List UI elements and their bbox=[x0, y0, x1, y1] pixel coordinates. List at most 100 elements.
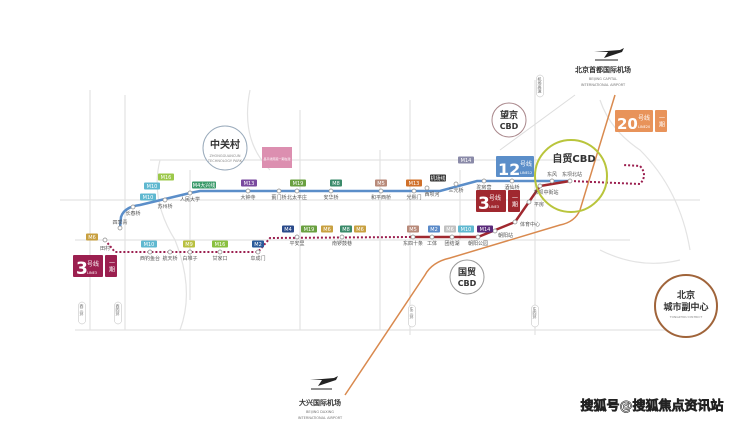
station-marker bbox=[217, 249, 223, 255]
station-marker bbox=[167, 249, 173, 255]
station-label: 朝阳站 bbox=[498, 232, 513, 239]
station-label: 苏州桥 bbox=[157, 203, 172, 210]
station-marker bbox=[410, 234, 416, 240]
station-marker bbox=[453, 181, 459, 187]
line12-badge: 12 号线 LINE12 bbox=[496, 156, 534, 179]
transfer-tag bbox=[140, 193, 156, 201]
transfer-tag bbox=[406, 179, 422, 187]
badge-en: LINE3 bbox=[87, 271, 97, 275]
transfer-tag bbox=[252, 240, 264, 248]
airport-name: 大兴国际机场 bbox=[299, 398, 341, 407]
station-label: 体育中心 bbox=[520, 221, 540, 228]
transfer-tag bbox=[375, 179, 387, 187]
road-labels: 西三环西四环东三环东四环机场高速 bbox=[78, 74, 544, 328]
transfer-tag-label: M10 bbox=[147, 184, 158, 190]
road-tag bbox=[78, 301, 86, 325]
station-marker bbox=[378, 188, 384, 194]
transfer-tag bbox=[86, 233, 98, 241]
station-marker bbox=[475, 234, 481, 240]
district-label: 望京 bbox=[500, 109, 518, 121]
transfer-tag-label: M2 bbox=[254, 242, 262, 248]
road-network bbox=[60, 80, 700, 335]
station-marker bbox=[567, 178, 573, 184]
transfer-tag-label: M5 bbox=[377, 181, 385, 187]
line20-badge: 20 号线 LINE20 一期 bbox=[615, 110, 667, 133]
badge-name: 号线 bbox=[489, 194, 501, 202]
station-marker bbox=[481, 178, 487, 184]
airplane-icon bbox=[594, 48, 624, 58]
transfer-tag-label: M6 bbox=[323, 227, 331, 233]
transfer-tag-label: 机场线 bbox=[430, 175, 445, 182]
district-en: TECHNOLOGY PARK bbox=[207, 159, 243, 163]
station-label: 平安里 bbox=[289, 240, 304, 247]
road-tag bbox=[536, 74, 544, 98]
line3-east-badge: 3 号线 LINE3 一期 bbox=[476, 190, 520, 214]
guomao-cbd: 国贸 CBD bbox=[449, 259, 485, 295]
transfer-tag bbox=[321, 225, 333, 233]
station-marker bbox=[424, 185, 430, 191]
transfer-tag-label: M10 bbox=[461, 227, 472, 233]
station-label: 三元桥 bbox=[448, 187, 463, 194]
transfer-tag-label: M14 bbox=[480, 227, 491, 233]
transfer-tag bbox=[301, 225, 317, 233]
transfer-tag-label: M9 bbox=[185, 242, 193, 248]
station-marker bbox=[509, 178, 515, 184]
district-label: 自贸CBD bbox=[552, 152, 595, 165]
transfer-tag-label: M2 bbox=[430, 227, 438, 233]
station-marker bbox=[294, 188, 300, 194]
airport-en: BEIJING DAXING bbox=[306, 410, 334, 414]
transfer-tag-label: M4 bbox=[284, 227, 292, 233]
station-label: 航天桥 bbox=[162, 255, 177, 262]
station-label: 蓟门桥 bbox=[271, 194, 286, 201]
transfer-tag bbox=[183, 240, 195, 248]
badge-en: LINE3 bbox=[489, 205, 499, 209]
airplane-icon bbox=[310, 376, 338, 386]
station-marker bbox=[449, 234, 455, 240]
district-label: 国贸 bbox=[458, 266, 476, 278]
station-label: 阜成门 bbox=[250, 255, 265, 262]
note-text: 昌平线南延一期在建 bbox=[263, 156, 290, 161]
station-label: 田村 bbox=[100, 245, 110, 252]
badge-en: LINE12 bbox=[520, 171, 532, 175]
transfer-tag bbox=[477, 225, 493, 233]
watermark: 搜狐号@搜狐焦点资讯站 bbox=[580, 398, 723, 414]
transfer-tag bbox=[141, 240, 157, 248]
district-label: 中关村 bbox=[210, 138, 240, 151]
station-label: 东风 bbox=[547, 171, 557, 178]
district-label: CBD bbox=[500, 122, 519, 131]
station-label: 东坝北站 bbox=[562, 171, 582, 178]
transfer-tag bbox=[458, 225, 474, 233]
transfer-tag bbox=[282, 225, 294, 233]
transfer-tag bbox=[458, 156, 474, 164]
badge-phase: 一期 bbox=[511, 195, 518, 208]
transfer-tag-label: M19 bbox=[293, 181, 304, 187]
station-marker bbox=[117, 225, 123, 231]
station-marker bbox=[492, 228, 498, 234]
zhongguancun-district: 中关村 ZHONGGUANCUN TECHNOLOGY PARK bbox=[202, 125, 248, 171]
zimao-cbd: 自贸CBD bbox=[534, 139, 608, 213]
station-marker bbox=[147, 249, 153, 255]
station-label: 东四十条 bbox=[403, 240, 423, 247]
line12-stations: 四季青长春桥苏州桥人民大学大钟寺蓟门桥北太平庄安华桥和平西桥光熙门西坝河三元桥驼… bbox=[112, 171, 582, 231]
transfer-tag-label: M10 bbox=[143, 195, 154, 201]
station-label: 和平西桥 bbox=[371, 194, 391, 201]
transfer-tag bbox=[407, 225, 419, 233]
transfer-tag bbox=[444, 225, 456, 233]
badge-en: LINE20 bbox=[638, 125, 650, 129]
road-label: 东四环 bbox=[533, 306, 538, 320]
transfer-tag bbox=[340, 225, 352, 233]
station-label: 北太平庄 bbox=[287, 194, 307, 201]
station-marker bbox=[187, 190, 193, 196]
transfer-tag-label: M16 bbox=[161, 175, 172, 181]
line12-extension bbox=[569, 164, 645, 186]
road-label: 西三环 bbox=[80, 304, 85, 317]
station-label: 工体 bbox=[427, 240, 437, 247]
line3-west-badge: 3 号线 LINE3 一期 bbox=[73, 255, 117, 279]
station-marker bbox=[245, 188, 251, 194]
station-marker bbox=[549, 178, 555, 184]
station-label: 东坝中街站 bbox=[533, 189, 558, 196]
station-marker bbox=[162, 197, 168, 203]
station-label: 长春桥 bbox=[125, 210, 140, 217]
station-marker bbox=[411, 188, 417, 194]
